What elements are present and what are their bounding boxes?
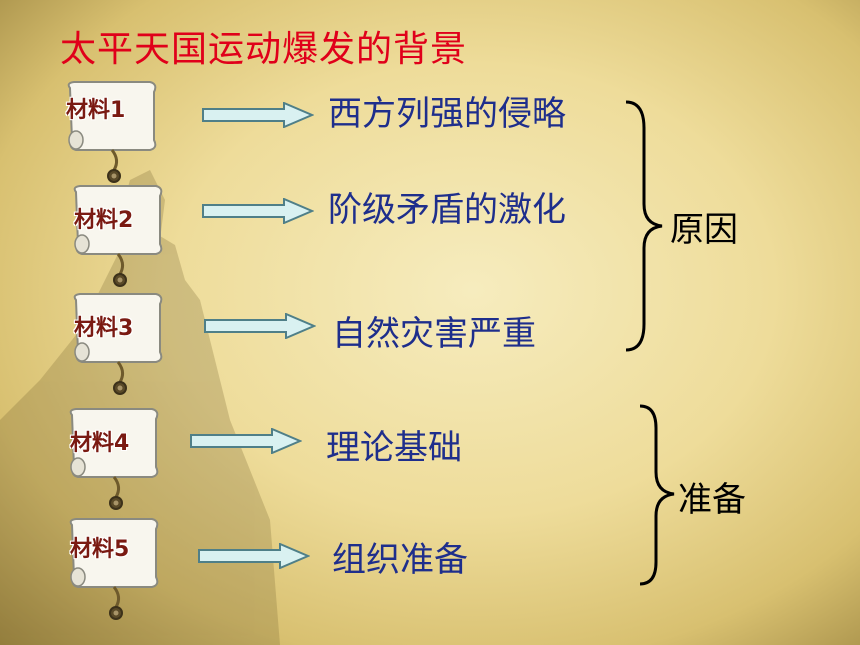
item-natural-disasters: 自然灾害严重 <box>332 314 536 354</box>
right-arrow-icon <box>198 543 310 569</box>
right-arrow-icon <box>190 428 302 454</box>
group-label-preparation: 准备 <box>678 480 746 520</box>
curly-brace-icon <box>625 100 663 352</box>
item-theoretical-basis: 理论基础 <box>326 428 462 468</box>
material-scroll-1: 材料1 <box>62 78 162 188</box>
scroll-icon <box>69 408 159 510</box>
material-label-2: 材料2 <box>74 208 134 233</box>
material-label-1: 材料1 <box>66 98 126 123</box>
scroll-icon <box>69 518 159 620</box>
material-scroll-5: 材料5 <box>64 515 164 625</box>
right-arrow-icon <box>204 313 316 339</box>
item-class-conflict: 阶级矛盾的激化 <box>328 190 566 230</box>
scroll-icon <box>73 185 163 287</box>
item-western-invasion: 西方列强的侵略 <box>328 94 566 134</box>
right-arrow-icon <box>202 198 314 224</box>
right-arrow-icon <box>202 102 314 128</box>
slide-title: 太平天国运动爆发的背景 <box>60 29 468 70</box>
material-label-4: 材料4 <box>70 431 130 456</box>
group-label-cause: 原因 <box>670 210 738 250</box>
scroll-icon <box>73 293 163 395</box>
material-label-5: 材料5 <box>70 537 130 562</box>
material-scroll-2: 材料2 <box>68 182 168 292</box>
material-scroll-4: 材料4 <box>64 405 164 515</box>
material-scroll-3: 材料3 <box>68 290 168 400</box>
curly-brace-icon <box>639 404 675 586</box>
scroll-icon <box>67 81 157 183</box>
item-organizational-prep: 组织准备 <box>332 540 468 580</box>
material-label-3: 材料3 <box>74 316 134 341</box>
